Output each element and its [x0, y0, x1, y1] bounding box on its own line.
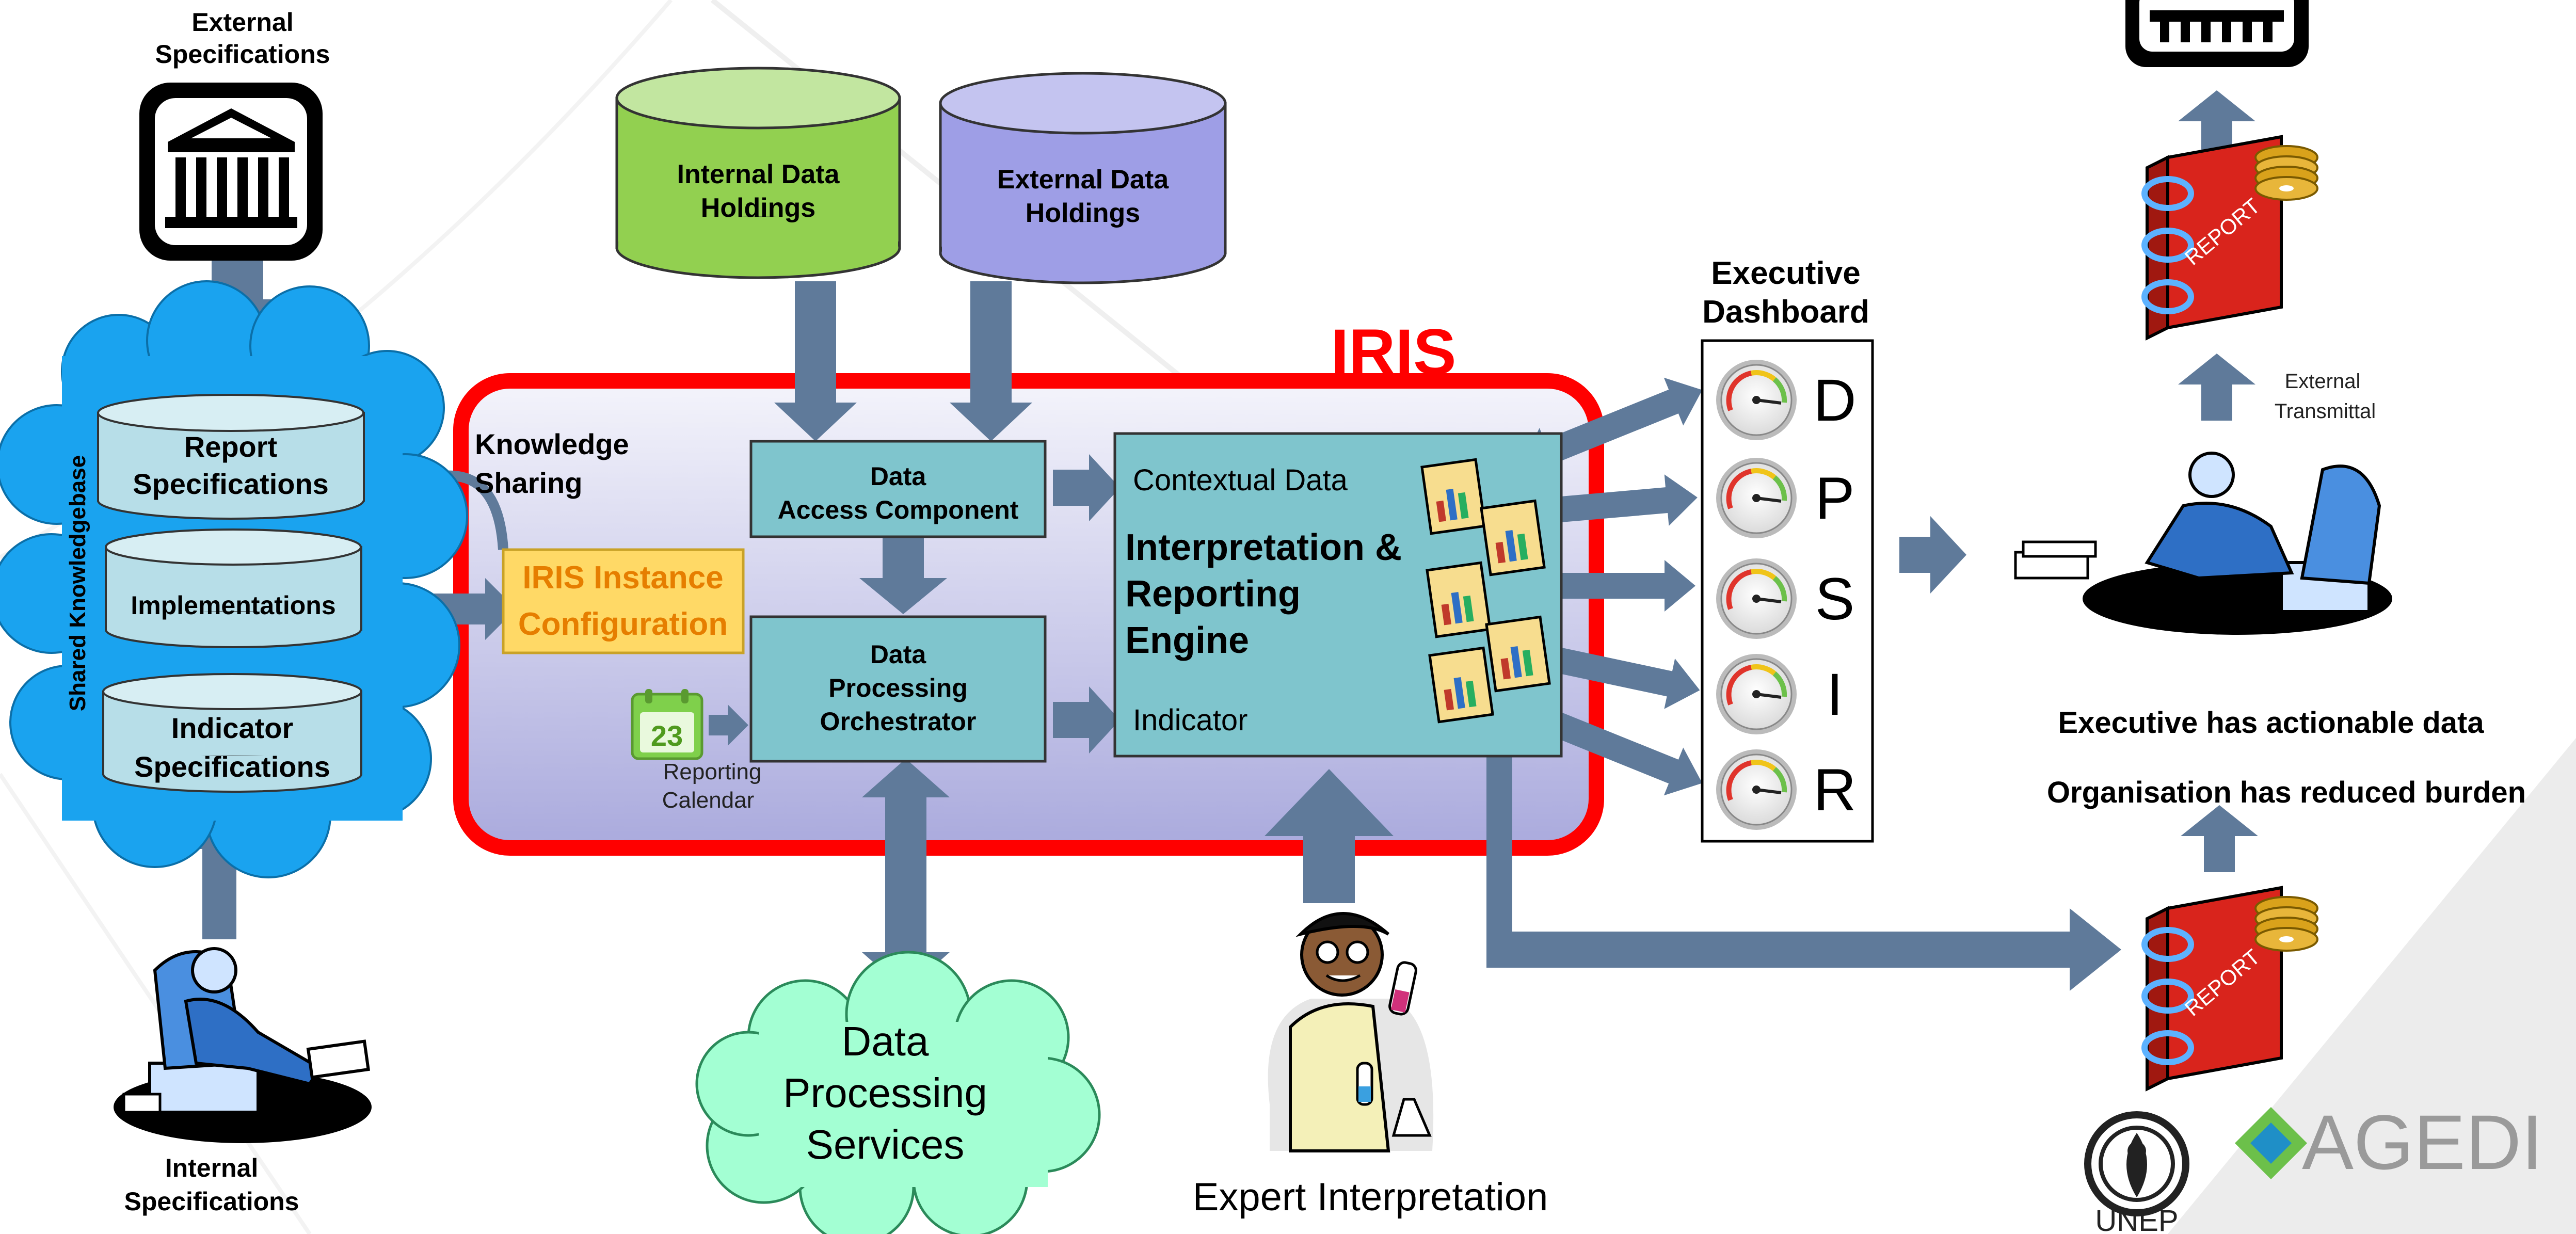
chart-document-icon — [1426, 561, 1492, 638]
chart-document-icon — [1480, 499, 1546, 576]
calendar-icon: 23 — [631, 689, 703, 760]
knowledge-sharing-label-2: Sharing — [475, 467, 582, 499]
arrow-access-to-orch — [859, 537, 947, 614]
gauge-icon — [1716, 360, 1797, 440]
kb-label: Shared Knowledgebase — [65, 455, 90, 711]
dashboard-letter-d: D — [1813, 367, 1856, 434]
engine-title-2: Reporting — [1125, 573, 1301, 615]
agedi-label: AGEDI — [2302, 1099, 2543, 1185]
chart-document-icon — [1428, 646, 1494, 724]
government-building-icon — [139, 83, 323, 261]
external-data-label-1: External Data — [997, 165, 1169, 195]
external-data-label-2: Holdings — [1026, 198, 1140, 228]
kb-report-label-2: Specifications — [133, 468, 329, 500]
services-label-2: Processing — [783, 1070, 987, 1116]
report-book-icon: REPORT — [2141, 135, 2318, 341]
services-label-3: Services — [806, 1121, 965, 1167]
arrow-report-up — [2181, 805, 2258, 872]
engine-indicator-label: Indicator — [1133, 703, 1247, 737]
orchestrator-label-3: Orchestrator — [820, 707, 977, 736]
internal-spec-label-2: Specifications — [124, 1187, 299, 1216]
arrow-expert-up — [1265, 769, 1394, 903]
kb-indicator-label-1: Indicator — [171, 712, 293, 744]
arrow-internal-db-down — [774, 281, 857, 441]
kb-indicator-cylinder — [102, 673, 362, 793]
kb-report-cylinder — [97, 394, 365, 520]
arrow-to-executive — [1899, 516, 1966, 594]
gauge-icon — [1716, 558, 1797, 639]
access-component-label-2: Access Component — [778, 495, 1019, 524]
unep-label: UNEP — [2095, 1204, 2178, 1234]
reporting-calendar-label-1: Reporting — [663, 759, 762, 784]
external-spec-label-1: External — [191, 8, 293, 37]
knowledge-sharing-label-1: Knowledge — [475, 428, 629, 460]
orchestrator-label-1: Data — [870, 640, 927, 669]
services-cloud — [695, 951, 1101, 1234]
arrow-exec-up-2 — [2178, 354, 2255, 421]
gauge-icon — [1716, 458, 1797, 538]
internal-data-label-2: Holdings — [701, 193, 815, 223]
orchestrator-box — [749, 615, 1047, 763]
kb-indicator-label-2: Specifications — [134, 750, 330, 783]
expert-label: Expert Interpretation — [1193, 1175, 1548, 1219]
dashboard-letter-p: P — [1815, 466, 1855, 532]
internal-data-label-1: Internal Data — [677, 159, 840, 189]
external-specifications: External Specifications — [139, 8, 330, 261]
iris-title: IRIS — [1331, 316, 1456, 388]
engine-title-3: Engine — [1125, 620, 1249, 661]
external-spec-label-2: Specifications — [155, 40, 330, 69]
reporting-calendar-label-2: Calendar — [662, 788, 755, 813]
engine-contextual-label: Contextual Data — [1133, 463, 1348, 497]
dashboard-title-1: Executive — [1711, 255, 1861, 291]
executive-clipart — [2014, 452, 2392, 635]
arrow-engine-to-report — [1486, 728, 2121, 991]
external-data-holdings — [939, 72, 1227, 284]
internal-spec-label-1: Internal — [165, 1153, 259, 1182]
dashboard-letter-r: R — [1813, 757, 1856, 823]
dashboard-gauges — [1716, 360, 1797, 830]
gauge-icon — [1716, 654, 1797, 734]
orchestrator-label-2: Processing — [828, 674, 968, 702]
internal-user-clipart — [114, 947, 372, 1143]
gauge-icon — [1716, 749, 1797, 830]
cd-stack-icon — [2254, 896, 2318, 952]
access-component-box — [749, 440, 1047, 538]
external-transmittal-label-2: Transmittal — [2275, 400, 2376, 423]
arrow-orch-to-engine — [1053, 686, 1120, 754]
access-component-label-1: Data — [870, 462, 927, 491]
external-transmittal-label-1: External — [2285, 370, 2361, 393]
engine-title-1: Interpretation & — [1125, 527, 1402, 568]
kb-report-label-1: Report — [184, 430, 277, 463]
report-document-icons — [1420, 458, 1551, 724]
arrow-exec-up-1 — [2178, 90, 2255, 150]
calendar-day: 23 — [651, 719, 683, 752]
shared-knowledgebase: Shared Knowledgebase Report Specificatio… — [0, 280, 468, 878]
dashboard-title-2: Dashboard — [1702, 294, 1869, 330]
instance-config-label-1: IRIS Instance — [522, 560, 723, 596]
dashboard-letter-s: S — [1815, 566, 1855, 632]
arrow-external-db-down — [950, 281, 1032, 441]
scientist-clipart — [1268, 912, 1434, 1152]
arrow-calendar-to-orch — [709, 704, 748, 746]
chart-document-icon — [1420, 458, 1486, 535]
top-building-icon — [2125, 0, 2309, 67]
agedi-logo — [2235, 1107, 2307, 1179]
arrow-access-to-engine — [1053, 454, 1120, 521]
arrow-orch-services — [862, 759, 950, 991]
outcome-actionable: Executive has actionable data — [2058, 706, 2484, 740]
instance-config-label-2: Configuration — [518, 606, 728, 642]
services-label-1: Data — [842, 1018, 929, 1064]
kb-implementations-cylinder — [105, 528, 362, 648]
kb-implementations-label: Implementations — [131, 591, 335, 620]
dashboard-letter-i: I — [1827, 662, 1843, 728]
chart-document-icon — [1485, 615, 1551, 693]
cd-stack-icon — [2254, 145, 2318, 201]
report-book-icon: REPORT — [2141, 886, 2318, 1092]
instance-config-box — [502, 548, 745, 654]
unep-logo — [2084, 1111, 2189, 1216]
internal-data-holdings — [615, 67, 901, 279]
outcome-reduced-burden: Organisation has reduced burden — [2047, 776, 2526, 809]
